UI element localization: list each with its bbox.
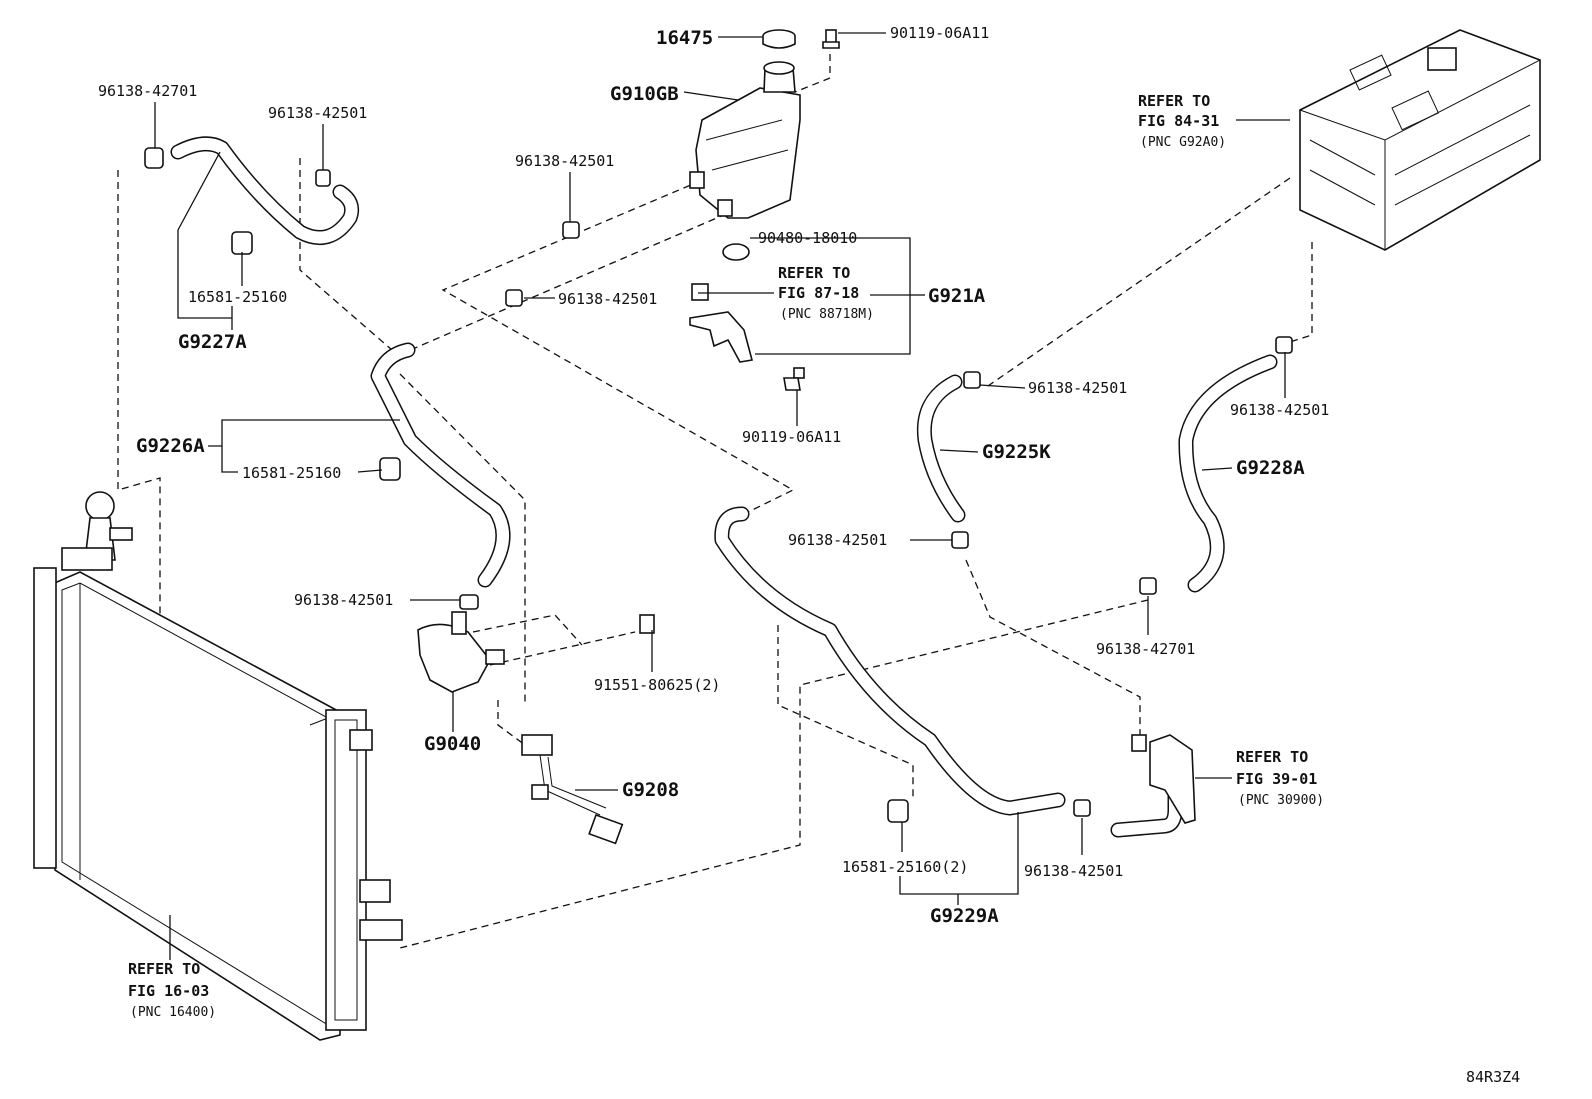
reference-notes: REFER TO FIG 84-31 (PNC G92A0) REFER TO … xyxy=(128,92,1324,1020)
label-16581-25160-b: 16581-25160 xyxy=(242,464,341,482)
label-16475: 16475 xyxy=(656,27,713,49)
label-90119-06a11-top: 90119-06A11 xyxy=(890,24,989,42)
label-96138-42701-right: 96138-42701 xyxy=(1096,640,1195,658)
label-91551-80625: 91551-80625(2) xyxy=(594,676,720,694)
ref-radiator-line3: (PNC 16400) xyxy=(130,1005,216,1020)
label-g9229a: G9229A xyxy=(930,905,999,927)
diagram-code: 84R3Z4 xyxy=(1466,1068,1520,1086)
label-96138-42501-b: 96138-42501 xyxy=(515,152,614,170)
label-96138-42501-g: 96138-42501 xyxy=(294,591,393,609)
label-90119-06a11-mid: 90119-06A11 xyxy=(742,428,841,446)
reservoir-tank xyxy=(689,29,840,219)
label-96138-42501-d: 96138-42501 xyxy=(1028,379,1127,397)
radiator xyxy=(33,491,403,1041)
ref-inverter-line3: (PNC G92A0) xyxy=(1140,135,1226,150)
ref-inverter-line2: FIG 84-31 xyxy=(1138,112,1219,130)
label-g921a: G921A xyxy=(928,285,986,307)
label-16581-25160-c: 16581-25160(2) xyxy=(842,858,968,876)
label-96138-42501-f: 96138-42501 xyxy=(788,531,887,549)
water-pump xyxy=(417,611,655,845)
leader-lines xyxy=(154,32,1290,960)
inverter xyxy=(1298,29,1542,251)
label-g9228a: G9228A xyxy=(1236,457,1305,479)
ref-radiator-line1: REFER TO xyxy=(128,960,200,978)
ref-pipe-line3: (PNC 30900) xyxy=(1238,793,1324,808)
ref-inverter-line1: REFER TO xyxy=(1138,92,1210,110)
label-90480-18010: 90480-18010 xyxy=(758,229,857,247)
label-96138-42501-c: 96138-42501 xyxy=(558,290,657,308)
clamps xyxy=(144,147,1293,823)
ref-bracket-line1: REFER TO xyxy=(778,264,850,282)
label-g9208: G9208 xyxy=(622,779,679,801)
label-g9225k: G9225K xyxy=(982,441,1051,463)
part-labels: 16475 90119-06A11 G910GB 96138-42701 961… xyxy=(98,24,1520,1086)
ref-radiator-line2: FIG 16-03 xyxy=(128,982,209,1000)
label-96138-42501-a: 96138-42501 xyxy=(268,104,367,122)
label-g9040: G9040 xyxy=(424,733,481,755)
label-96138-42701-top-left: 96138-42701 xyxy=(98,82,197,100)
label-96138-42501-e: 96138-42501 xyxy=(1230,401,1329,419)
ref-pipe-line1: REFER TO xyxy=(1236,748,1308,766)
ref-bracket-line2: FIG 87-18 xyxy=(778,284,859,302)
label-16581-25160-a: 16581-25160 xyxy=(188,288,287,306)
label-g910gb: G910GB xyxy=(610,83,679,105)
bracket xyxy=(689,243,805,391)
label-g9226a: G9226A xyxy=(136,435,205,457)
hoses xyxy=(170,136,1278,838)
ref-pipe-line2: FIG 39-01 xyxy=(1236,770,1317,788)
pipe-bracket xyxy=(1131,734,1196,824)
ref-bracket-line3: (PNC 88718M) xyxy=(780,307,874,322)
label-96138-42501-h: 96138-42501 xyxy=(1024,862,1123,880)
label-g9227a: G9227A xyxy=(178,331,247,353)
